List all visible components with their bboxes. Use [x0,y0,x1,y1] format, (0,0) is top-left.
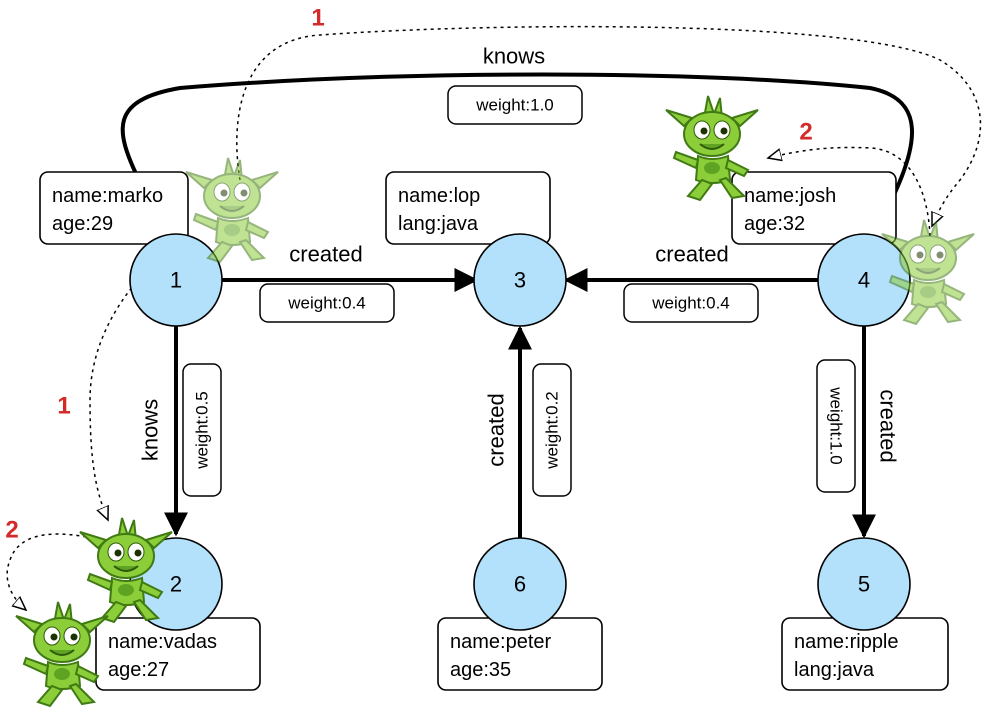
vertex-3[interactable]: 3 [473,233,567,327]
vertex-6-props: name:peter age:35 [437,617,603,691]
vertex-5[interactable]: 5 [817,537,911,631]
step-label-top: 1 [311,5,324,32]
vertex-3-props: name:lop lang:java [385,171,551,245]
step-label-vadas: 2 [5,517,18,544]
vertex-2-props: name:vadas age:27 [95,617,261,691]
edge-1-2-label: knows [138,399,163,461]
vertex-1-id: 1 [170,268,182,293]
edge-1-2-label-group: knows [138,399,163,461]
vertex-1-prop-name: name:marko [52,185,163,207]
traversal-path-josh [768,146,931,237]
vertex-4-prop-name: name:josh [744,185,836,207]
edge-4-5-label-group: created [876,389,901,462]
svg-text:weight:1.0: weight:1.0 [475,96,554,115]
vertex-5-prop-lang: lang:java [794,659,875,681]
traversal-path-left [89,235,189,520]
vertex-6-prop-name: name:peter [450,631,552,653]
svg-text:weight:0.4: weight:0.4 [651,294,730,313]
vertex-4[interactable]: 4 [817,233,911,327]
edge-4-3-label: created [655,242,728,267]
vertex-2-id: 2 [170,572,182,597]
vertex-4-prop-age: age:32 [744,213,805,235]
edge-1-3-label: created [289,242,362,267]
traversal-path-vadas [6,533,101,610]
svg-text:weight:0.4: weight:0.4 [287,294,366,313]
edge-1-3-weight: weight:0.4 [259,283,395,323]
vertex-3-id: 3 [514,268,526,293]
edge-6-3-weight: weight:0.2 [532,363,572,497]
svg-text:weight:0.2: weight:0.2 [543,391,562,470]
vertex-1-props: name:marko age:29 [39,171,189,245]
vertex-3-prop-name: name:lop [398,185,480,207]
traversal-path-top [236,25,982,226]
goblin-traverser-icon [15,601,109,707]
edge-4-5-weight: weight:1.0 [816,359,856,493]
vertex-5-props: name:ripple lang:java [781,617,949,691]
step-label-left: 1 [57,393,70,420]
edge-4-3-weight: weight:0.4 [623,283,759,323]
edge-6-3-label: created [484,393,509,466]
edge-4-5-label: created [876,389,901,462]
svg-text:weight:1.0: weight:1.0 [827,386,846,465]
edge-1-4-knows [120,72,914,233]
vertex-1-prop-age: age:29 [52,213,113,235]
edge-1-2-weight: weight:0.5 [182,363,222,497]
vertex-2-prop-age: age:27 [108,659,169,681]
vertex-4-props: name:josh age:32 [731,171,897,245]
edge-6-3-label-group: created [484,393,509,466]
vertex-5-id: 5 [858,572,870,597]
step-label-josh: 2 [799,119,812,146]
edge-1-4-label: knows [483,44,545,69]
vertex-1[interactable]: 1 [129,233,223,327]
edge-1-4-weight: weight:1.0 [447,85,583,125]
vertex-2-prop-name: name:vadas [108,631,217,653]
svg-text:weight:0.5: weight:0.5 [193,391,212,470]
vertex-6[interactable]: 6 [473,537,567,631]
vertex-5-prop-name: name:ripple [794,631,899,653]
vertex-4-id: 4 [858,268,870,293]
vertex-3-prop-lang: lang:java [398,213,479,235]
vertex-6-prop-age: age:35 [450,659,511,681]
vertex-6-id: 6 [514,572,526,597]
